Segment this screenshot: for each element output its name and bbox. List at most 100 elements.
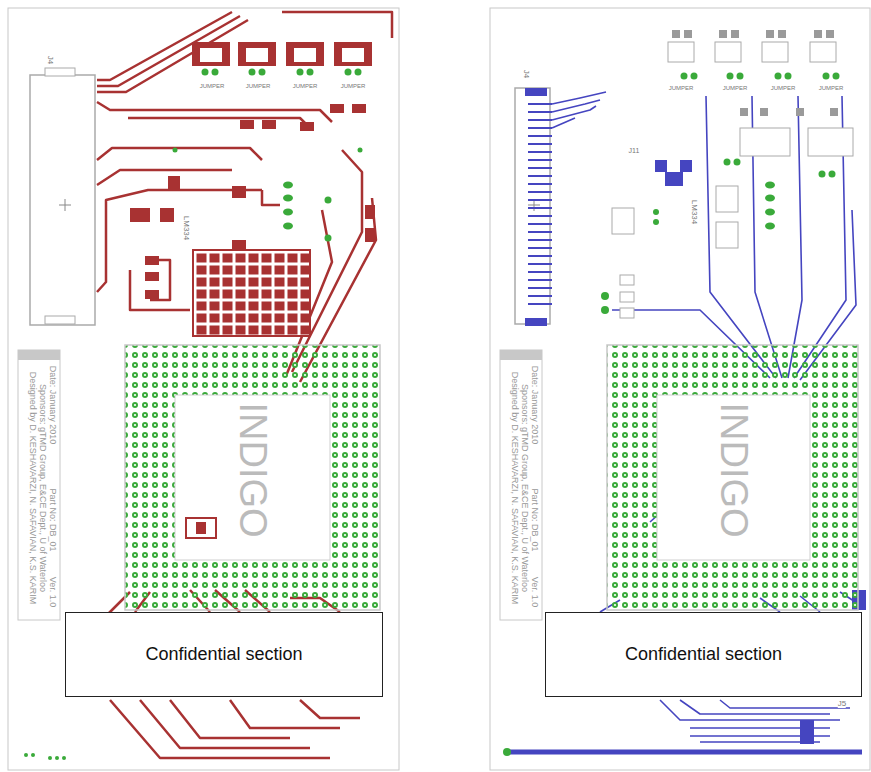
part-label: J5 bbox=[838, 700, 846, 708]
vias-part bbox=[691, 73, 698, 80]
connector-outline-part bbox=[525, 88, 547, 96]
part-label: JUMPER bbox=[669, 85, 694, 91]
silkscreen-parts-part bbox=[612, 208, 634, 234]
grey-pads-part bbox=[826, 30, 834, 38]
connector-outline-part bbox=[45, 68, 75, 76]
red-pads-part bbox=[262, 120, 276, 129]
red-pads-part bbox=[168, 176, 180, 190]
part-label: JUMPER bbox=[341, 83, 366, 89]
vias-part bbox=[212, 69, 219, 76]
vias-part bbox=[358, 148, 363, 153]
vias-part bbox=[31, 753, 35, 757]
title-text: Ver. 1.0 bbox=[530, 577, 539, 608]
part-label: JUMPER bbox=[246, 83, 271, 89]
vias-part bbox=[823, 73, 830, 80]
box-text: Confidential section bbox=[625, 644, 782, 665]
connector-pads-part bbox=[528, 104, 552, 304]
connector-outline-part bbox=[525, 318, 547, 326]
grey-pads-part bbox=[814, 30, 822, 38]
silkscreen-parts-part bbox=[808, 128, 853, 156]
grey-pads-part bbox=[740, 108, 748, 116]
title-block bbox=[18, 350, 60, 620]
blue-traces-part bbox=[552, 118, 575, 128]
red-pads-part bbox=[365, 228, 375, 242]
blue-components-part bbox=[680, 160, 692, 172]
grey-pads-part bbox=[719, 30, 727, 38]
vias-part bbox=[737, 73, 744, 80]
silkscreen-parts-part bbox=[716, 222, 738, 248]
vias-part bbox=[734, 159, 741, 166]
red-pads-part bbox=[238, 42, 276, 66]
red-pads-part bbox=[145, 290, 159, 299]
bga-footprint-part bbox=[607, 345, 858, 610]
connector-outline-part bbox=[59, 199, 71, 211]
silkscreen-parts-part bbox=[740, 128, 790, 156]
vias-part bbox=[765, 195, 775, 202]
part-label: LM334 bbox=[182, 216, 190, 240]
vias-part bbox=[173, 148, 178, 153]
vias-part bbox=[765, 223, 775, 230]
part-label: JUMPER bbox=[771, 85, 796, 91]
vias-part bbox=[202, 69, 209, 76]
silkscreen-parts-part bbox=[810, 42, 836, 62]
part-label: J11 bbox=[629, 147, 640, 154]
connector-pads bbox=[528, 104, 552, 304]
vias-part bbox=[24, 753, 28, 757]
red-pads-part bbox=[352, 104, 366, 113]
bga-footprint-part bbox=[125, 345, 380, 610]
blue-traces-part bbox=[552, 92, 606, 104]
red-traces-part bbox=[128, 118, 310, 128]
red-pads-part bbox=[192, 42, 230, 66]
silkscreen-parts-part bbox=[620, 308, 634, 318]
red-pads-part bbox=[232, 186, 246, 198]
red-traces-part bbox=[230, 700, 340, 728]
part-label: JUMPER bbox=[200, 83, 225, 89]
vias-part bbox=[724, 159, 731, 166]
title-text: Designed by D. KESHAVARZI, N. SAFAVIAN, … bbox=[510, 372, 519, 605]
title-text: Designed by D. KESHAVARZI, N. SAFAVIAN, … bbox=[28, 372, 37, 605]
connector-outline-part bbox=[45, 316, 75, 324]
title-block-part bbox=[18, 350, 60, 620]
vias-part bbox=[283, 209, 293, 216]
red-pads-part bbox=[160, 208, 174, 222]
red-pads-part bbox=[145, 256, 159, 265]
blue-components-part bbox=[655, 160, 667, 172]
vias-part bbox=[259, 69, 266, 76]
connector-outline bbox=[30, 68, 95, 325]
connector-outline-part bbox=[30, 75, 95, 325]
vias-part bbox=[653, 219, 659, 225]
grey-pads-part bbox=[684, 30, 692, 38]
silkscreen-parts bbox=[612, 42, 853, 318]
part-label: JUMPER bbox=[819, 85, 844, 91]
vias-part bbox=[325, 235, 332, 242]
red-pads-part bbox=[365, 205, 375, 219]
vias-part bbox=[297, 69, 304, 76]
vias-part bbox=[829, 171, 836, 178]
vias-part bbox=[785, 73, 792, 80]
red-traces-part bbox=[130, 270, 190, 310]
vias-part bbox=[325, 197, 332, 204]
title-text: Date: January 2010 bbox=[48, 366, 57, 445]
part-label: LM334 bbox=[690, 200, 698, 224]
title-text: Part No: DB_01 bbox=[530, 488, 539, 551]
red-traces-part bbox=[97, 16, 240, 86]
red-pads-part bbox=[330, 104, 344, 113]
vias-part bbox=[283, 195, 293, 202]
bga-footprint-part bbox=[196, 522, 206, 534]
grey-pads-part bbox=[672, 30, 680, 38]
red-traces-part bbox=[170, 700, 290, 738]
thermal-pad bbox=[193, 250, 310, 336]
grey-pads-part bbox=[731, 30, 739, 38]
title-text: Part No: DB_01 bbox=[48, 488, 57, 551]
vias-part bbox=[355, 69, 362, 76]
title-block-part bbox=[500, 350, 542, 360]
vias-part bbox=[819, 171, 826, 178]
vias-part bbox=[345, 69, 352, 76]
vias-part bbox=[283, 223, 293, 230]
silkscreen-parts-part bbox=[620, 292, 634, 302]
red-pads-part bbox=[286, 42, 324, 66]
bga-footprint bbox=[125, 345, 380, 610]
silkscreen-parts-part bbox=[715, 42, 741, 62]
silkscreen-parts-part bbox=[716, 186, 738, 212]
bga-footprint-part bbox=[657, 395, 810, 560]
